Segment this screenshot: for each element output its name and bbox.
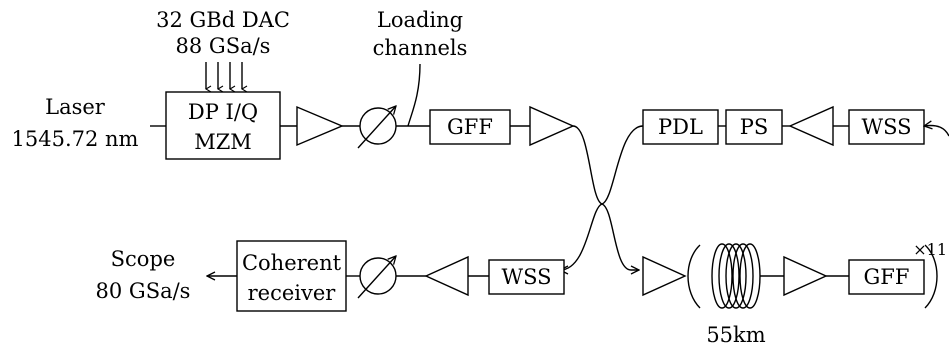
loading-label-line2: channels (373, 36, 468, 60)
loading-label-line1: Loading (377, 8, 463, 32)
pdl-box (642, 109, 719, 145)
modulator-box (165, 91, 281, 160)
scope-label-line2: 80 GSa/s (96, 279, 191, 303)
gff-top-label: GFF (447, 115, 493, 139)
dac-label-line2: 88 GSa/s (176, 34, 271, 58)
ps-label: PS (740, 115, 769, 139)
ps-box (725, 109, 783, 145)
scope-label-line1: Scope (111, 247, 176, 271)
modulator-label-line1: DP I/Q (188, 100, 258, 124)
fiber-spool (711, 243, 761, 309)
amplifier-4 (424, 255, 469, 297)
variable-attenuator-2 (357, 256, 396, 299)
wss-top-label: WSS (862, 115, 912, 139)
fiber-length-label: 55km (706, 323, 765, 347)
wss-top-box (848, 109, 925, 145)
amplifier-2 (529, 105, 575, 147)
amplifier-6 (783, 255, 828, 297)
gff-bottom-label: GFF (864, 265, 910, 289)
dac-label-line1: 32 GBd DAC (156, 8, 290, 32)
amplifier-1 (296, 105, 344, 147)
optical-coupler (560, 125, 644, 270)
loop-bracket-left (687, 244, 701, 309)
gff-top-box (429, 109, 511, 145)
laser-label-line2: 1545.72 nm (12, 127, 139, 151)
wss-bottom-box (488, 259, 565, 295)
loop-bracket-right (924, 244, 938, 309)
coherent-receiver-box (236, 240, 347, 312)
laser-label-line1: Laser (45, 95, 106, 119)
loop-count-label: ×11 (913, 240, 947, 259)
modulator-label-line2: MZM (194, 130, 252, 154)
variable-attenuator-1 (357, 106, 396, 149)
gff-bottom-box (848, 259, 925, 295)
receiver-label-line2: receiver (248, 281, 337, 305)
receiver-label-line1: Coherent (242, 251, 342, 275)
loading-channels-input (407, 63, 421, 127)
amplifier-5 (642, 255, 687, 297)
dac-input-arrows (206, 62, 242, 89)
pdl-label: PDL (658, 115, 703, 139)
wss-bottom-label: WSS (502, 265, 552, 289)
loop-return-arrow (924, 125, 949, 137)
amplifier-3 (788, 105, 834, 147)
